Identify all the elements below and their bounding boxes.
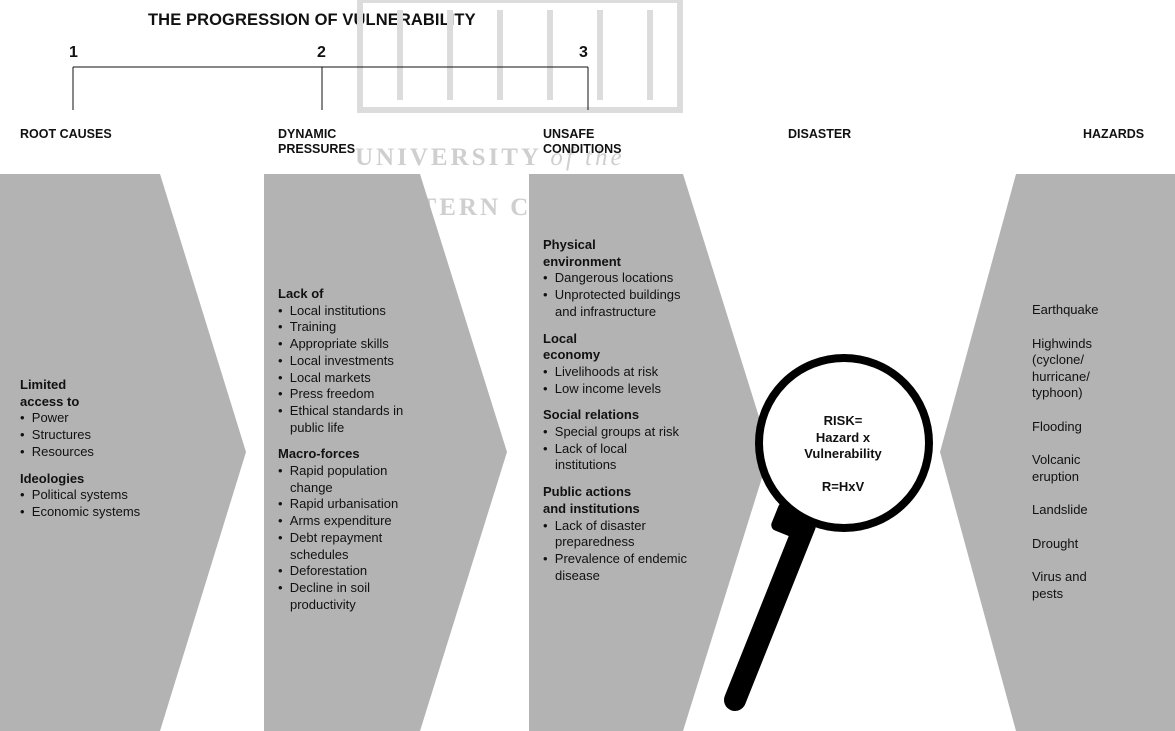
magnifier-handle: [724, 514, 816, 711]
hazard-item: Earthquake: [1032, 302, 1099, 317]
group-heading: Physical environment: [543, 237, 622, 269]
list-item: Resources: [20, 444, 180, 461]
group-heading: Ideologies: [20, 470, 85, 486]
group-heading: Macro-forces: [278, 446, 360, 462]
formula-line: RISK=: [823, 413, 863, 428]
list-item: Deforestation: [278, 563, 428, 580]
list-item: Economic systems: [20, 504, 180, 521]
item-list: Lack of disaster preparedness Prevalence…: [543, 518, 691, 585]
hazard-item: Highwinds (cyclone/ hurricane/ typhoon): [1032, 335, 1092, 401]
list-item: Prevalence of endemic disease: [543, 551, 691, 584]
group-heading: Social relations: [543, 407, 640, 423]
item-list: Political systems Economic systems: [20, 487, 180, 520]
progression-bracket: [72, 66, 589, 110]
item-list: Local institutions Training Appropriate …: [278, 303, 428, 437]
list-item: Political systems: [20, 487, 180, 504]
watermark-building-outline: [357, 0, 683, 113]
list-item: Power: [20, 410, 180, 427]
watermark-building: [357, 0, 683, 113]
magnifier-icon: [724, 354, 933, 711]
stage-number-1: 1: [69, 44, 78, 61]
list-item: Rapid urbanisation: [278, 496, 428, 513]
stage-heading-dynamic-pressures: DYNAMIC PRESSURES: [278, 127, 356, 156]
list-item: Training: [278, 319, 428, 336]
list-item: Arms expenditure: [278, 513, 428, 530]
stage-number-3: 3: [579, 44, 588, 61]
hazards-list: Earthquake Highwinds (cyclone/ hurricane…: [1032, 302, 1162, 619]
hazard-item: Volcanic eruption: [1032, 452, 1081, 484]
list-item: Debt repayment schedules: [278, 530, 428, 563]
group-heading: Limited access to: [20, 377, 80, 409]
stage-heading-disaster: DISASTER: [788, 127, 852, 141]
stage-heading-unsafe-conditions: UNSAFE CONDITIONS: [543, 127, 622, 156]
list-item: Unprotected buildings and infrastructure: [543, 287, 691, 320]
stage-heading-hazards: HAZARDS: [1083, 127, 1145, 141]
formula-line: Vulnerability: [804, 446, 882, 461]
list-item: Livelihoods at risk: [543, 364, 691, 381]
group-heading: Public actions and institutions: [543, 484, 640, 516]
item-list: Rapid population change Rapid urbanisati…: [278, 463, 428, 613]
group-heading: Local economy: [543, 330, 601, 363]
hazard-item: Drought: [1032, 535, 1079, 551]
list-item: Rapid population change: [278, 463, 428, 496]
list-item: Local markets: [278, 370, 428, 387]
list-item: Lack of local institutions: [543, 441, 691, 474]
stage-number-2: 2: [317, 44, 326, 61]
item-list: Special groups at risk Lack of local ins…: [543, 424, 691, 474]
hazard-item: Landslide: [1032, 502, 1088, 517]
formula-short: R=HxV: [821, 478, 865, 494]
root-causes-content: Limited access to Power Structures Resou…: [20, 377, 180, 521]
list-item: Structures: [20, 427, 180, 444]
list-item: Special groups at risk: [543, 424, 691, 441]
list-item: Ethical standards in public life: [278, 403, 428, 436]
magnifier-tick: [843, 356, 846, 360]
list-item: Lack of disaster preparedness: [543, 518, 691, 551]
hazard-item: Flooding: [1032, 418, 1082, 434]
stage-heading-root-causes: ROOT CAUSES: [20, 127, 112, 141]
item-list: Livelihoods at risk Low income levels: [543, 364, 691, 397]
list-item: Low income levels: [543, 381, 691, 398]
list-item: Appropriate skills: [278, 336, 428, 353]
hazards-panel: [940, 174, 1175, 731]
list-item: Press freedom: [278, 386, 428, 403]
list-item: Decline in soil productivity: [278, 580, 428, 613]
unsafe-conditions-content: Physical environment Dangerous locations…: [543, 237, 691, 584]
list-item: Local investments: [278, 353, 428, 370]
list-item: Dangerous locations: [543, 270, 691, 287]
item-list: Dangerous locations Unprotected building…: [543, 270, 691, 320]
diagram-title: THE PROGRESSION OF VULNERABILITY: [148, 11, 476, 29]
risk-formula: RISK= Hazard x Vulnerability R=HxV: [768, 413, 918, 495]
item-list: Power Structures Resources: [20, 410, 180, 460]
dynamic-pressures-content: Lack of Local institutions Training Appr…: [278, 286, 428, 613]
hazard-item: Virus and pests: [1032, 569, 1087, 601]
group-heading: Lack of: [278, 286, 324, 301]
list-item: Local institutions: [278, 303, 428, 320]
formula-line: Hazard x: [815, 429, 871, 445]
